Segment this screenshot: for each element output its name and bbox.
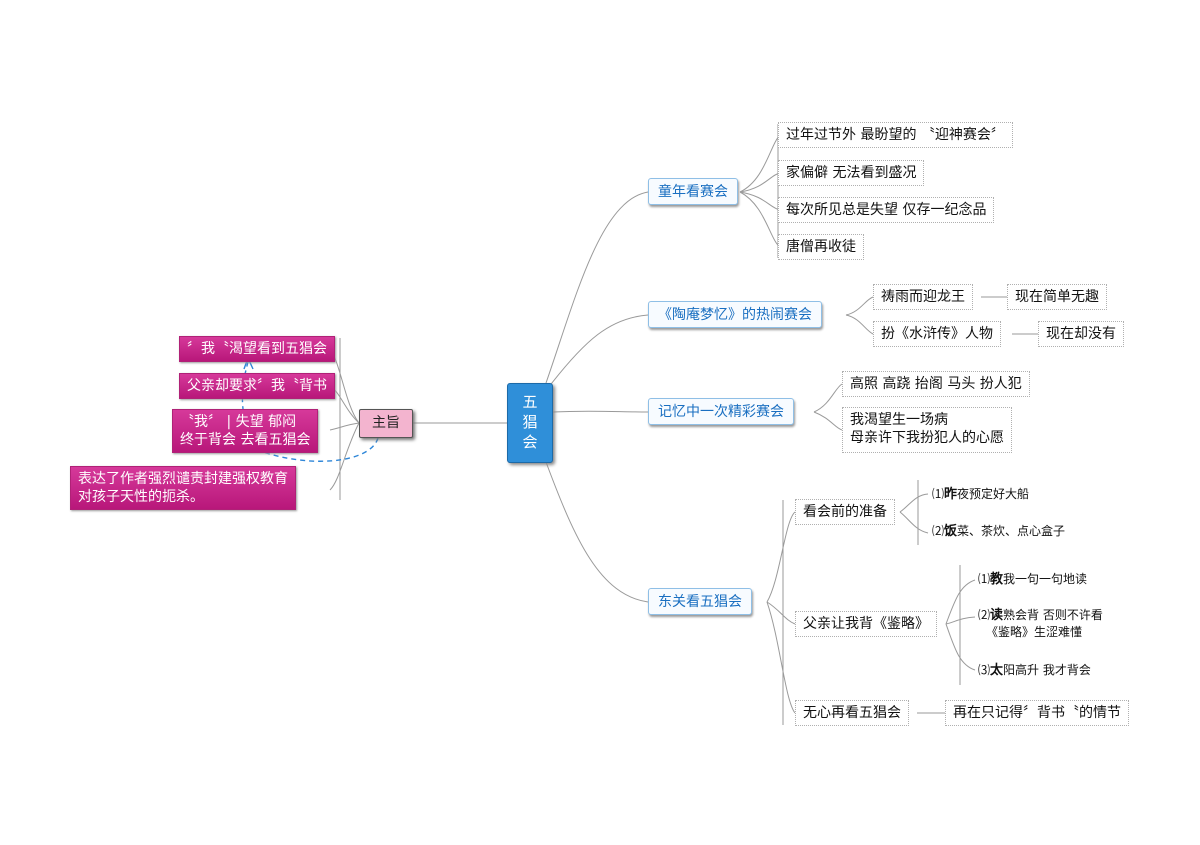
- b3-item-2-line-1: 我渴望生一场病: [850, 412, 948, 428]
- prep-item-1[interactable]: ⑴昨夜预定好大船: [932, 486, 1029, 503]
- recite-item-2-bold: 读: [990, 608, 1004, 623]
- recite-item-1-text: 我一句一句地读: [1003, 572, 1088, 586]
- b4-last-note[interactable]: 再在只记得〞背书〝的情节: [945, 700, 1129, 726]
- b3-item-2[interactable]: 我渴望生一场病 母亲许下我扮犯人的心愿: [842, 407, 1012, 453]
- branch-taoan[interactable]: 《陶庵梦忆》的热闹赛会: [648, 301, 822, 328]
- recite-item-2-line-2: 《鉴略》生涩难懂: [986, 625, 1083, 639]
- theme-item-4-line-2: 对孩子天性的扼杀。: [78, 489, 204, 505]
- theme-item-3[interactable]: 〝我〞 | 失望 郁闷 终于背会 去看五猖会: [172, 409, 319, 453]
- b2-item-1[interactable]: 祷雨而迎龙王: [873, 284, 973, 310]
- recite-item-3-bold: 太: [990, 663, 1004, 678]
- theme-node[interactable]: 主旨: [359, 409, 413, 438]
- theme-item-3-line-1: 〝我〞 | 失望 郁闷: [180, 414, 297, 430]
- theme-item-4[interactable]: 表达了作者强烈谴责封建强权教育 对孩子天性的扼杀。: [70, 466, 296, 510]
- b4-sub-recite[interactable]: 父亲让我背《鉴略》: [795, 611, 937, 637]
- recite-item-2-text: 熟会背 否则不许看: [1003, 608, 1103, 622]
- prep-item-1-text: 夜预定好大船: [957, 487, 1030, 501]
- recite-item-3-num: ⑶: [978, 663, 991, 677]
- recite-item-2-num: ⑵: [978, 608, 991, 622]
- branch-childhood[interactable]: 童年看赛会: [648, 178, 738, 205]
- theme-item-1[interactable]: 〞我〝渴望看到五猖会: [179, 336, 335, 362]
- recite-item-3[interactable]: ⑶太阳高升 我才背会: [978, 662, 1091, 679]
- recite-item-1-num: ⑴: [978, 572, 991, 586]
- prep-item-1-num: ⑴: [932, 487, 945, 501]
- recite-item-1[interactable]: ⑴教我一句一句地读: [978, 571, 1087, 588]
- b2-item-2[interactable]: 扮《水浒传》人物: [873, 321, 1001, 347]
- b3-item-1[interactable]: 高照 高跷 抬阁 马头 扮人犯: [842, 371, 1030, 397]
- prep-item-1-bold: 昨: [944, 487, 958, 502]
- theme-item-3-line-2: 终于背会 去看五猖会: [180, 432, 311, 448]
- branch-dongguan[interactable]: 东关看五猖会: [648, 588, 752, 615]
- recite-item-3-text: 阳高升 我才背会: [1003, 663, 1091, 677]
- prep-item-2-text: 菜、茶炊、点心盒子: [957, 524, 1066, 538]
- prep-item-2-num: ⑵: [932, 524, 945, 538]
- recite-item-1-bold: 教: [990, 572, 1004, 587]
- b1-item-3[interactable]: 每次所见总是失望 仅存一纪念品: [778, 197, 995, 223]
- b4-sub-prep[interactable]: 看会前的准备: [795, 499, 895, 525]
- b1-item-1[interactable]: 过年过节外 最盼望的 〝迎神赛会〞: [778, 122, 1013, 148]
- b1-item-2[interactable]: 家偏僻 无法看到盛况: [778, 160, 925, 186]
- prep-item-2[interactable]: ⑵饭菜、茶炊、点心盒子: [932, 523, 1065, 540]
- branch-memory[interactable]: 记忆中一次精彩赛会: [648, 398, 794, 425]
- center-char-3: 会: [522, 433, 538, 451]
- prep-item-2-bold: 饭: [944, 524, 958, 539]
- b3-item-2-line-2: 母亲许下我扮犯人的心愿: [850, 430, 1004, 446]
- theme-item-4-line-1: 表达了作者强烈谴责封建强权教育: [78, 471, 288, 487]
- b4-sub-nomind[interactable]: 无心再看五猖会: [795, 700, 909, 726]
- center-char-2: 猖: [522, 413, 538, 431]
- b1-item-4[interactable]: 唐僧再收徒: [778, 234, 864, 260]
- b2-note-1[interactable]: 现在简单无趣: [1007, 284, 1107, 310]
- theme-item-2[interactable]: 父亲却要求〞我〝背书: [179, 373, 335, 399]
- center-topic[interactable]: 五 猖 会: [507, 383, 553, 463]
- b2-note-2[interactable]: 现在却没有: [1038, 321, 1124, 347]
- recite-item-2[interactable]: ⑵读熟会背 否则不许看 《鉴略》生涩难懂: [978, 607, 1103, 640]
- center-char-1: 五: [522, 393, 538, 411]
